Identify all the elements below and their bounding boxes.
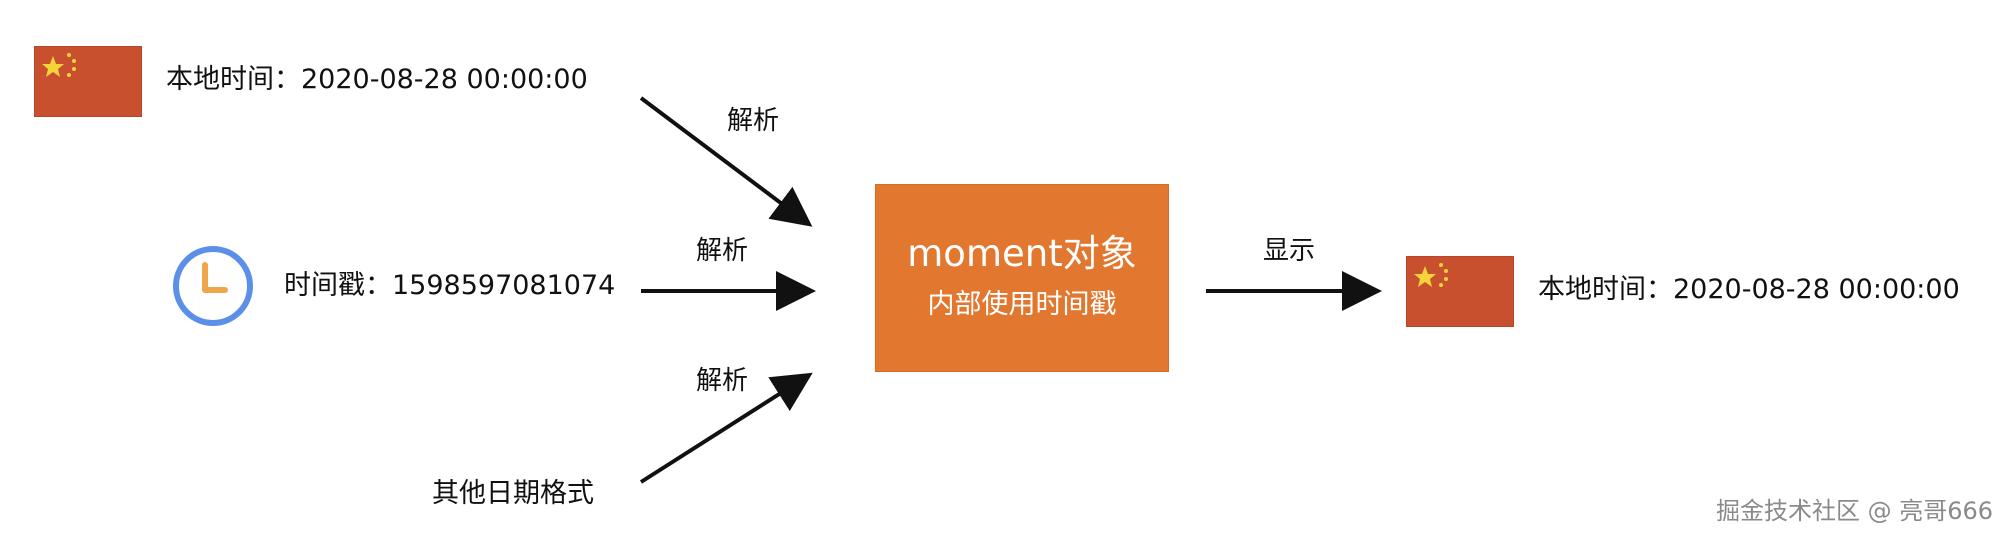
arrow-label-parse-top: 解析: [727, 106, 780, 136]
moment-object-box: moment对象 内部使用时间戳: [875, 184, 1169, 372]
flag-big-star: [1414, 266, 1436, 287]
clock-hands: [202, 262, 228, 293]
flag-stars: [42, 53, 76, 77]
arrow-parse-top: [639, 96, 813, 227]
arrow-parse-bottom: [639, 372, 813, 484]
timestamp-input-label: 时间戳：1598597081074: [284, 270, 616, 301]
arrow-label-parse-middle: 解析: [696, 236, 749, 266]
output-local-time-label: 本地时间：2020-08-28 00:00:00: [1538, 274, 1960, 305]
arrow-label-parse-bottom: 解析: [696, 366, 749, 396]
flag-small-star: [1439, 283, 1443, 287]
moment-box-subtitle: 内部使用时间戳: [927, 289, 1117, 320]
clock-icon: [173, 246, 253, 326]
china-flag-icon: [34, 46, 142, 117]
flag-small-star: [1439, 263, 1443, 267]
flag-big-star: [42, 56, 64, 77]
flag-small-star: [72, 67, 76, 71]
flag-small-star: [1444, 277, 1448, 281]
flag-small-star: [67, 73, 71, 77]
other-format-input-label: 其他日期格式: [432, 478, 594, 509]
arrow-label-display: 显示: [1263, 236, 1316, 266]
flag-small-star: [1444, 269, 1448, 273]
watermark-text: 掘金技术社区 @ 亮哥666: [1716, 497, 1994, 525]
flag-small-star: [72, 59, 76, 63]
flag-stars: [1414, 263, 1448, 287]
clock-face: [173, 246, 253, 326]
moment-box-title: moment对象: [907, 232, 1137, 275]
local-time-input-label: 本地时间：2020-08-28 00:00:00: [166, 64, 588, 95]
china-flag-icon: [1406, 256, 1514, 327]
flag-small-star: [67, 53, 71, 57]
